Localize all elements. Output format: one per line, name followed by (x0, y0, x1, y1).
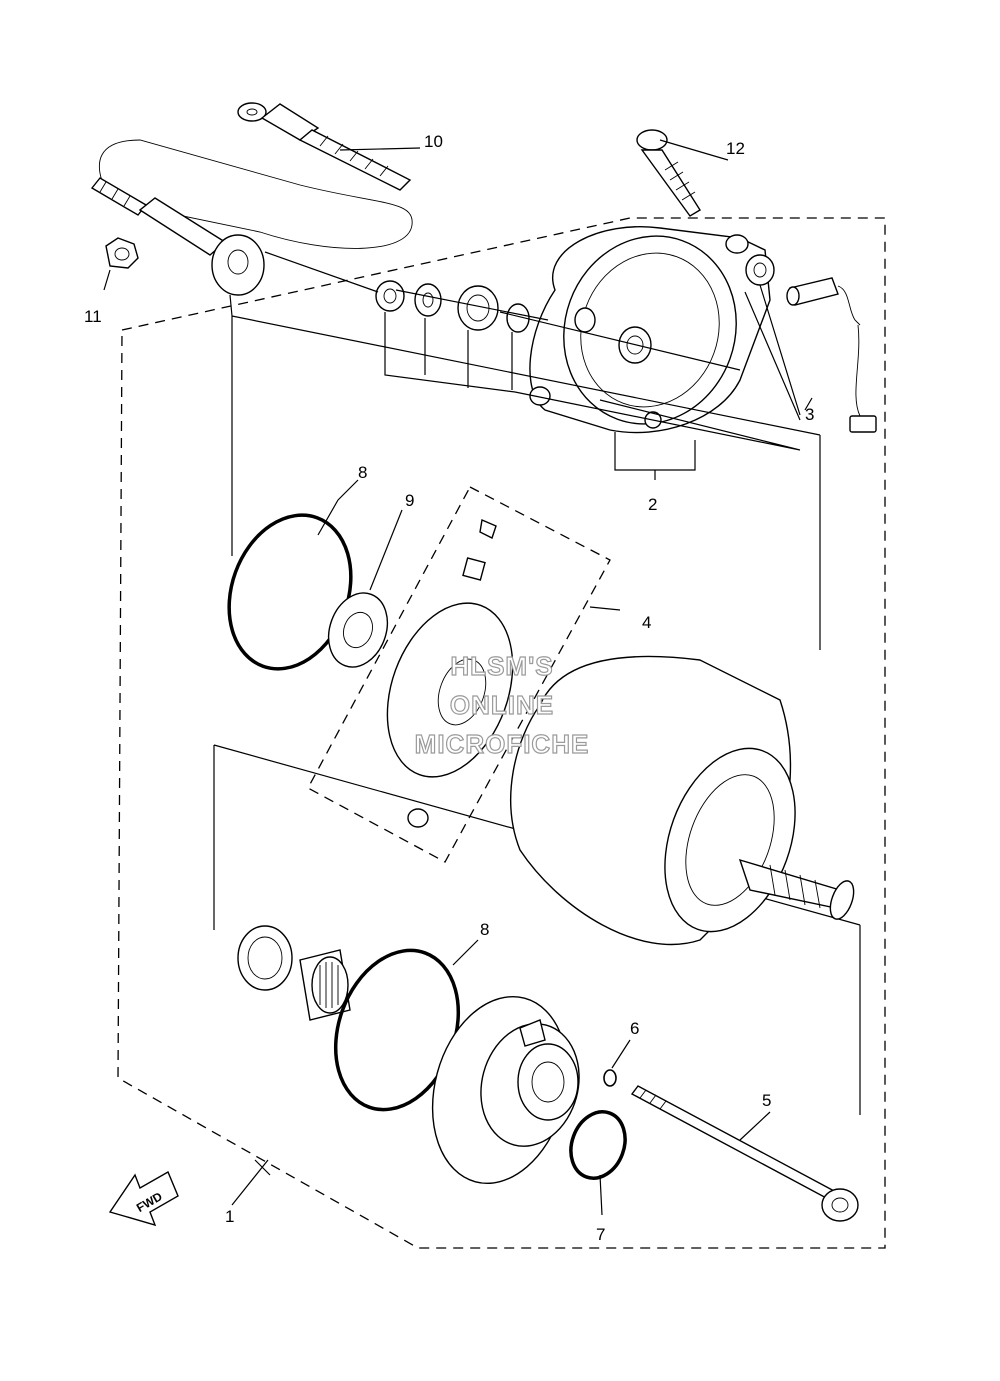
callout-3: 3 (805, 405, 814, 424)
callout-1: 1 (225, 1207, 234, 1226)
through-bolt-5 (630, 1085, 859, 1222)
o-ring-6 (603, 1069, 617, 1087)
lead-wire-10 (90, 102, 413, 296)
callout-5: 5 (762, 1091, 771, 1110)
bearing (299, 949, 351, 1021)
fwd-arrow-icon: FWD (108, 1170, 179, 1227)
callout-4: 4 (642, 613, 651, 632)
washer-set-3 (375, 254, 877, 433)
oil-seal (237, 925, 293, 991)
watermark-line-1: HLSM'S (450, 651, 553, 681)
brush-plate-4 (386, 519, 514, 828)
yoke-armature (510, 655, 855, 946)
callout-11: 11 (84, 307, 102, 326)
watermark-line-2: ONLINE (450, 690, 554, 720)
rear-cover (431, 996, 580, 1184)
callout-leaders (231, 397, 813, 1216)
callout-9: 9 (405, 491, 414, 510)
washer-9 (327, 592, 389, 668)
callout-8-upper: 8 (358, 463, 367, 482)
watermark: HLSM'S ONLINE MICROFICHE (414, 650, 590, 759)
nut-11 (105, 237, 139, 269)
callout-12: 12 (726, 139, 745, 158)
callout-10: 10 (424, 132, 443, 151)
brush-set-4-boundary (307, 486, 611, 863)
callout-2: 2 (648, 495, 657, 514)
callout-7: 7 (596, 1225, 605, 1244)
o-ring-7 (569, 1110, 627, 1180)
callout-6: 6 (630, 1019, 639, 1038)
front-cover-2 (529, 226, 771, 434)
assembly-1-boundary (117, 217, 886, 1249)
callout-8-lower: 8 (480, 920, 489, 939)
watermark-line-3: MICROFICHE (415, 729, 590, 759)
bolt-12 (636, 129, 701, 217)
